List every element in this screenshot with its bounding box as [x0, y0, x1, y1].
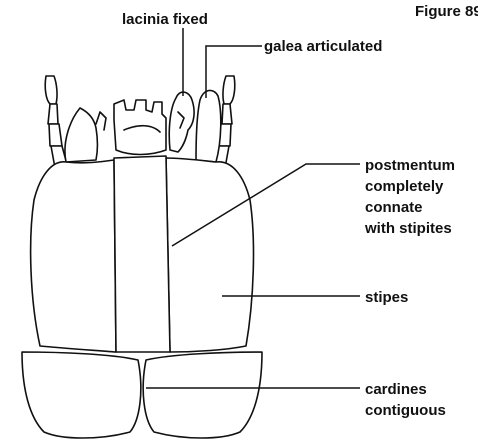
label-postmentum-line3: connate: [365, 199, 423, 216]
left-galea: [65, 108, 98, 162]
label-stipes: stipes: [365, 289, 408, 306]
label-lacinia: lacinia fixed: [122, 11, 208, 28]
postmentum: [114, 156, 170, 352]
right-stipes: [166, 158, 253, 352]
prementum: [114, 100, 166, 155]
left-stipes: [31, 160, 116, 352]
label-postmentum-line4: with stipites: [364, 220, 452, 237]
figure-number: Figure 89: [415, 3, 478, 20]
right-galea: [196, 90, 221, 162]
left-lacinia: [96, 112, 106, 130]
label-cardines-line1: cardines: [365, 381, 427, 398]
label-galea: galea articulated: [264, 38, 382, 55]
label-postmentum-line1: postmentum: [365, 157, 455, 174]
label-postmentum-line2: completely: [365, 178, 444, 195]
right-cardo: [143, 352, 262, 438]
left-cardo: [22, 352, 141, 438]
label-cardines-line2: contiguous: [365, 402, 446, 419]
